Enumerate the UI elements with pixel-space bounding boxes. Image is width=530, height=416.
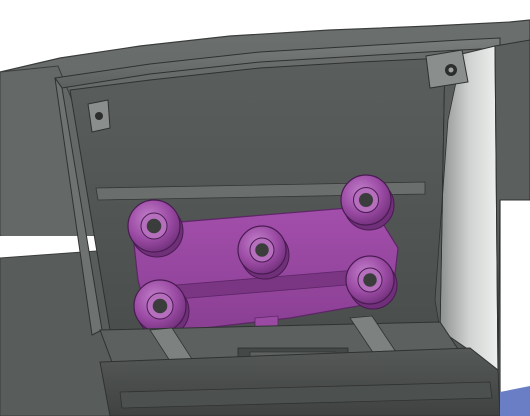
bracket-boss	[345, 255, 398, 310]
base-lip	[119, 381, 493, 409]
mount-tab-right	[425, 49, 469, 89]
bracket-boss	[127, 199, 184, 258]
bracket-boss	[237, 225, 290, 280]
bracket-boss	[340, 174, 395, 231]
mount-tab-left	[87, 99, 111, 133]
bracket-boss	[133, 279, 190, 338]
accent-edge	[500, 386, 530, 416]
bracket-bosses	[127, 174, 398, 338]
housing-right-edge	[494, 39, 530, 371]
